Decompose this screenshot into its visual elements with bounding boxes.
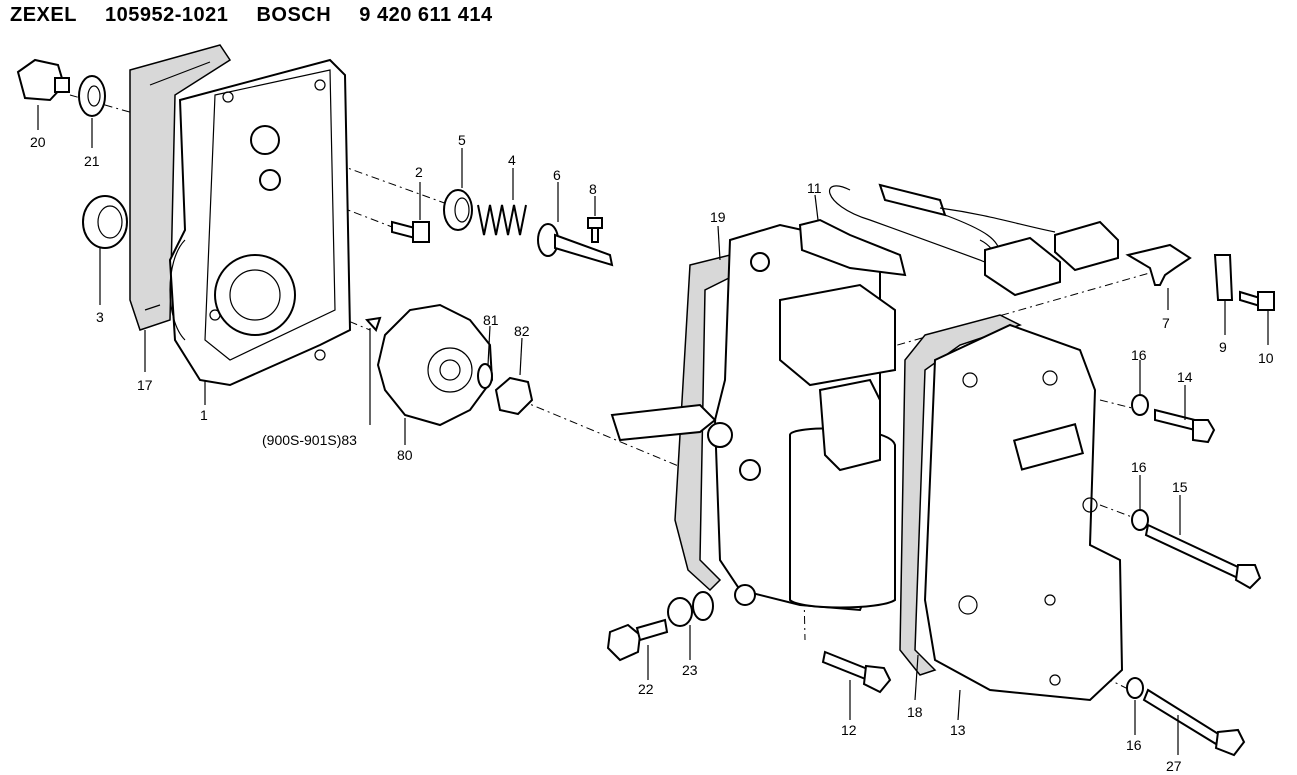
callout-20: 20 (30, 134, 46, 150)
callout-10: 10 (1258, 350, 1274, 366)
bolt-12 (821, 650, 892, 694)
housing-1 (168, 58, 352, 387)
washer-16a (1131, 394, 1149, 416)
washer-23 (667, 591, 714, 627)
nut-82 (494, 376, 534, 416)
callout-16-middle: 16 (1131, 459, 1147, 475)
callout-16-lower: 16 (1126, 737, 1142, 753)
callout-11: 11 (807, 180, 822, 196)
callout-17: 17 (137, 377, 153, 393)
callout-81: 81 (483, 312, 499, 328)
callout-15: 15 (1172, 479, 1188, 495)
callout-18: 18 (907, 704, 923, 720)
callout-16-upper: 16 (1131, 347, 1147, 363)
screw-8 (587, 217, 603, 243)
callout-27: 27 (1166, 758, 1182, 774)
callout-3: 3 (96, 309, 104, 325)
callout-23: 23 (682, 662, 698, 678)
washer-16b (1131, 509, 1149, 531)
bolt-27 (1142, 688, 1246, 757)
callout-6: 6 (553, 167, 561, 183)
retainer-5 (443, 189, 473, 231)
callout-13: 13 (950, 722, 966, 738)
callout-82: 82 (514, 323, 530, 339)
rotor-80 (376, 303, 494, 427)
bolt-22 (606, 618, 669, 662)
bolt-15 (1144, 523, 1262, 590)
callout-21: 21 (84, 153, 100, 169)
washer-81 (477, 363, 493, 389)
callout-19: 19 (710, 209, 726, 225)
bolt-2 (391, 220, 430, 243)
callout-8: 8 (589, 181, 597, 197)
callout-5: 5 (458, 132, 466, 148)
zexel-part-number: 105952-1021 (105, 4, 229, 26)
callout-1: 1 (200, 407, 208, 423)
callout-2: 2 (415, 164, 423, 180)
spring-4 (477, 204, 527, 236)
washer-21 (78, 75, 106, 117)
callout-4: 4 (508, 152, 516, 168)
brand-zexel: ZEXEL (10, 4, 77, 26)
bracket-7 (1125, 243, 1192, 286)
callout-22: 22 (638, 681, 654, 697)
callout-83: (900S-901S)83 (262, 432, 357, 448)
bolt-14 (1154, 408, 1216, 444)
harness-plug-group (878, 183, 1119, 297)
cover-13 (923, 323, 1124, 702)
callout-9: 9 (1219, 339, 1227, 355)
clamp-9 (1213, 254, 1234, 301)
bolt-10 (1239, 290, 1275, 311)
seal-3 (82, 195, 128, 249)
lever-6 (537, 223, 614, 267)
brand-bosch: BOSCH (256, 4, 332, 26)
actuator-assembly (610, 223, 896, 612)
callout-14: 14 (1177, 369, 1193, 385)
callout-80: 80 (397, 447, 413, 463)
callout-7: 7 (1162, 315, 1170, 331)
leader-lines (37, 105, 1269, 755)
diagram-header: ZEXEL 105952-1021 BOSCH 9 420 611 414 (10, 4, 515, 27)
plug-20 (16, 58, 70, 102)
gasket-17 (129, 44, 232, 331)
key-83 (365, 316, 382, 332)
gasket-18 (899, 314, 1022, 676)
washer-16c (1126, 677, 1144, 699)
bosch-part-number: 9 420 611 414 (359, 4, 493, 26)
callout-labels: 20 21 3 17 1 2 5 4 6 8 81 82 (900S-901S)… (30, 132, 1274, 774)
callout-12: 12 (841, 722, 857, 738)
